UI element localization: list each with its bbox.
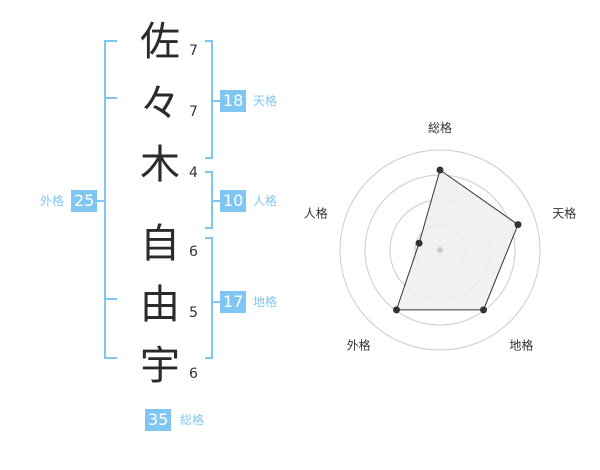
radar-axis-label-3: 地格 <box>509 337 533 352</box>
chikaku-value: 17 <box>220 291 247 313</box>
chikaku-bracket <box>205 237 213 359</box>
name-char-3: 木 <box>140 142 180 188</box>
radar-point-5 <box>415 239 423 247</box>
tenkaku-bracket <box>205 40 213 159</box>
stroke-count-6: 6 <box>189 366 198 382</box>
tenkaku-label: 天格 <box>253 94 278 108</box>
radar-point-1 <box>436 166 444 174</box>
stroke-count-2: 7 <box>189 104 198 120</box>
soukaku-label: 総格 <box>180 413 205 427</box>
stroke-count-4: 6 <box>189 244 198 260</box>
chikaku-label: 地格 <box>253 295 278 309</box>
radar-point-3 <box>479 306 487 314</box>
radar-grid-ring <box>339 149 541 351</box>
radar-axis-label-4: 外格 <box>347 337 371 352</box>
radar-point-2 <box>514 221 522 229</box>
name-char-4: 自 <box>140 221 180 267</box>
radar-axis-label-5: 人格 <box>304 206 328 221</box>
gaikaku-value: 25 <box>71 190 98 212</box>
radar-series-area <box>395 169 519 311</box>
jinkaku-value: 10 <box>220 190 247 212</box>
radar-point-4 <box>393 306 401 314</box>
stroke-count-5: 5 <box>189 305 198 321</box>
soukaku-value: 35 <box>145 409 172 431</box>
name-char-1: 佐 <box>140 19 180 65</box>
radar-center-point <box>437 247 443 253</box>
name-char-2: 々 <box>140 81 180 127</box>
radar-axis-label-2: 天格 <box>552 206 576 221</box>
tenkaku-value: 18 <box>220 90 247 112</box>
gaikaku-bracket <box>104 40 117 359</box>
gaikaku-label: 外格 <box>40 194 65 208</box>
radar-axis-label-1: 総格 <box>428 120 452 135</box>
name-char-5: 由 <box>140 282 180 328</box>
name-char-6: 宇 <box>140 343 180 389</box>
jinkaku-label: 人格 <box>253 194 278 208</box>
stroke-count-1: 7 <box>189 43 198 59</box>
stroke-count-3: 4 <box>189 165 198 181</box>
